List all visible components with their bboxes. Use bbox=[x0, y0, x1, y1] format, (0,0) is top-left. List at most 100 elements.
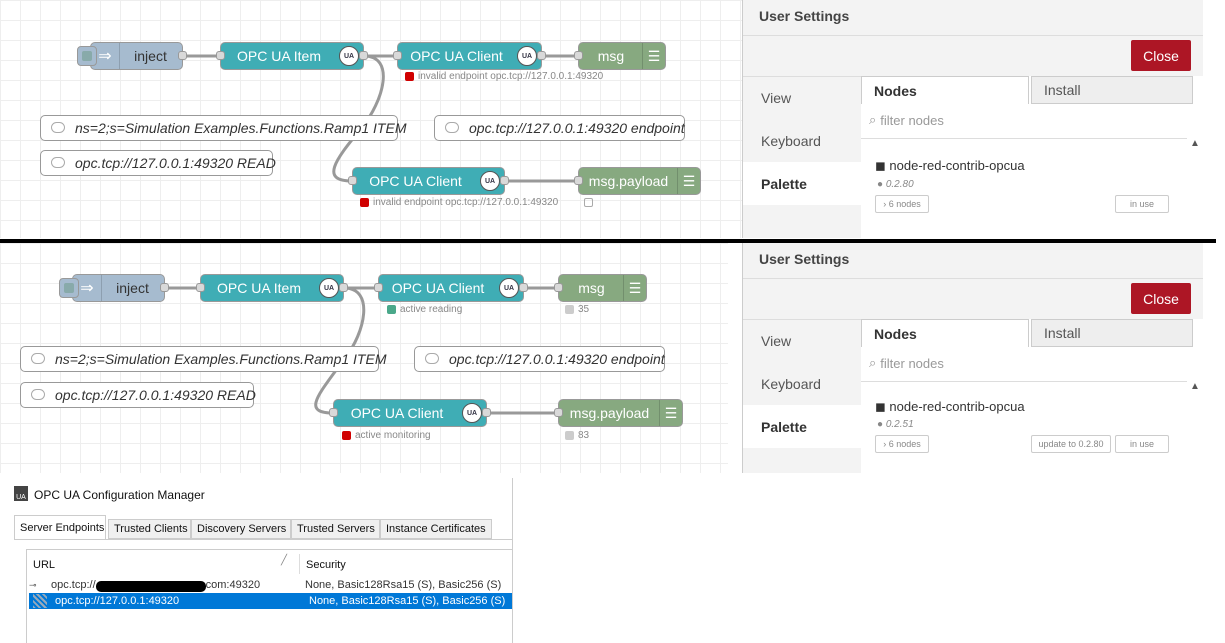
comment-text: ns=2;s=Simulation Examples.Functions.Ram… bbox=[55, 351, 387, 367]
input-port[interactable] bbox=[374, 283, 383, 292]
package-icon: ◼ bbox=[875, 399, 886, 414]
output-port[interactable] bbox=[537, 51, 546, 60]
output-port[interactable] bbox=[482, 408, 491, 417]
output-port[interactable] bbox=[339, 283, 348, 292]
list-icon[interactable]: ☰ bbox=[659, 400, 682, 426]
input-port[interactable] bbox=[196, 283, 205, 292]
table-row[interactable]: ⊸ opc.tcp:// com:49320 None, Basic128Rsa… bbox=[29, 577, 512, 593]
debug-node-label: msg.payload bbox=[588, 173, 669, 189]
input-port[interactable] bbox=[329, 408, 338, 417]
comment-node[interactable]: opc.tcp://127.0.0.1:49320 READ bbox=[20, 382, 256, 408]
palette-content: Nodes Install ⌕ filter nodes ◼ node-red-… bbox=[861, 319, 1203, 473]
filter-nodes-input[interactable]: ⌕ filter nodes bbox=[869, 112, 944, 128]
tab-underline bbox=[14, 539, 512, 540]
comment-node[interactable]: opc.tcp://127.0.0.1:49320 endpoint bbox=[434, 115, 685, 141]
chevron-up-icon[interactable]: ▲ bbox=[1190, 138, 1200, 149]
tab-nodes[interactable]: Nodes bbox=[861, 319, 1029, 347]
sidebar-item-view[interactable]: View bbox=[761, 332, 792, 349]
comment-text: opc.tcp://127.0.0.1:49320 endpoint bbox=[469, 120, 685, 136]
status-icon bbox=[565, 305, 574, 314]
output-port[interactable] bbox=[519, 283, 528, 292]
status-error-icon bbox=[342, 431, 351, 440]
url-prefix: opc.tcp:// bbox=[51, 578, 96, 591]
status-text: active monitoring bbox=[355, 430, 431, 441]
sidebar-item-palette[interactable]: Palette bbox=[743, 162, 861, 205]
close-button[interactable]: Close bbox=[1131, 40, 1191, 71]
flow-canvas-top[interactable]: ⇒ inject OPC UA Item UA OPC UA Client UA… bbox=[0, 0, 745, 238]
input-port[interactable] bbox=[574, 176, 583, 185]
sidebar-item-palette[interactable]: Palette bbox=[743, 405, 861, 448]
arrow-right-icon: ⇒ bbox=[73, 275, 102, 301]
column-header-security[interactable]: Security bbox=[306, 559, 346, 571]
nodes-count-button[interactable]: › 6 nodes bbox=[875, 195, 929, 213]
opcua-client-node[interactable]: OPC UA Client UA bbox=[348, 167, 509, 195]
chevron-up-icon[interactable]: ▲ bbox=[1190, 381, 1200, 392]
opcua-item-node[interactable]: OPC UA Item UA bbox=[216, 42, 368, 70]
tab-install[interactable]: Install bbox=[1031, 319, 1193, 347]
tab-trusted-servers[interactable]: Trusted Servers bbox=[291, 519, 380, 539]
tab-server-endpoints[interactable]: Server Endpoints bbox=[14, 515, 106, 540]
package-version-text: 0.2.51 bbox=[885, 419, 914, 430]
inject-node[interactable]: ⇒ inject bbox=[77, 42, 187, 70]
inject-node[interactable]: ⇒ inject bbox=[59, 274, 169, 302]
tab-discovery-servers[interactable]: Discovery Servers bbox=[191, 519, 291, 539]
table-row-selected[interactable]: opc.tcp://127.0.0.1:49320 None, Basic128… bbox=[29, 593, 512, 609]
input-port[interactable] bbox=[574, 51, 583, 60]
opcua-item-node[interactable]: OPC UA Item UA bbox=[196, 274, 348, 302]
status-ok-icon bbox=[387, 305, 396, 314]
input-port[interactable] bbox=[216, 51, 225, 60]
comment-node[interactable]: ns=2;s=Simulation Examples.Functions.Ram… bbox=[20, 346, 386, 372]
divider bbox=[861, 138, 1203, 139]
sidebar-item-view[interactable]: View bbox=[761, 89, 792, 106]
status-text: active reading bbox=[400, 304, 463, 315]
sidebar-item-keyboard[interactable]: Keyboard bbox=[761, 375, 821, 392]
debug-node-payload[interactable]: msg.payload ☰ bbox=[554, 399, 683, 427]
comment-node[interactable]: opc.tcp://127.0.0.1:49320 endpoint bbox=[414, 346, 665, 372]
list-icon[interactable]: ☰ bbox=[677, 168, 700, 194]
endpoints-list[interactable]: URL ╱ Security ⊸ opc.tcp:// com:49320 No… bbox=[26, 549, 512, 643]
column-header-url[interactable]: URL bbox=[33, 559, 56, 571]
input-port[interactable] bbox=[393, 51, 402, 60]
settings-toolbar: Close bbox=[743, 278, 1203, 320]
comment-icon bbox=[51, 157, 65, 168]
opcua-client-node[interactable]: OPC UA Client UA bbox=[329, 399, 491, 427]
chevron-right-icon: › bbox=[883, 199, 889, 209]
sidebar-item-keyboard[interactable]: Keyboard bbox=[761, 132, 821, 149]
filter-nodes-input[interactable]: ⌕ filter nodes bbox=[869, 355, 944, 371]
comment-node[interactable]: ns=2;s=Simulation Examples.Functions.Ram… bbox=[40, 115, 406, 141]
tab-instance-certificates[interactable]: Instance Certificates bbox=[380, 519, 492, 539]
output-port[interactable] bbox=[178, 51, 187, 60]
comment-node[interactable]: opc.tcp://127.0.0.1:49320 READ bbox=[40, 150, 276, 176]
endpoint-url-cell: opc.tcp:// com:49320 bbox=[51, 579, 303, 592]
flow-canvas-bottom[interactable]: ⇒ inject OPC UA Item UA OPC UA Client UA… bbox=[0, 243, 728, 473]
input-port[interactable] bbox=[348, 176, 357, 185]
opcua-client-node[interactable]: OPC UA Client UA bbox=[374, 274, 528, 302]
inject-trigger-button[interactable] bbox=[77, 46, 97, 66]
tab-nodes[interactable]: Nodes bbox=[861, 76, 1029, 104]
tab-trusted-clients[interactable]: Trusted Clients bbox=[108, 519, 191, 539]
output-port[interactable] bbox=[160, 283, 169, 292]
inject-trigger-button[interactable] bbox=[59, 278, 79, 298]
input-port[interactable] bbox=[554, 408, 563, 417]
debug-node-msg[interactable]: msg ☰ bbox=[554, 274, 647, 302]
in-use-button: in use bbox=[1115, 195, 1169, 213]
list-icon[interactable]: ☰ bbox=[623, 275, 646, 301]
nodes-count-button[interactable]: › 6 nodes bbox=[875, 435, 929, 453]
output-port[interactable] bbox=[359, 51, 368, 60]
debug-node-payload[interactable]: msg.payload ☰ bbox=[574, 167, 701, 195]
scrollbar[interactable]: ▲ bbox=[1187, 138, 1203, 238]
package-version: ● 0.2.51 bbox=[877, 419, 914, 430]
opcua-client-node[interactable]: OPC UA Client UA bbox=[393, 42, 546, 70]
debug-node-msg[interactable]: msg ☰ bbox=[574, 42, 666, 70]
update-button[interactable]: update to 0.2.80 bbox=[1031, 435, 1111, 453]
tab-install[interactable]: Install bbox=[1031, 76, 1193, 104]
input-port[interactable] bbox=[554, 283, 563, 292]
inject-node-label: inject bbox=[134, 48, 167, 64]
list-icon[interactable]: ☰ bbox=[642, 43, 665, 69]
status-error-icon bbox=[360, 198, 369, 207]
security-cell: None, Basic128Rsa15 (S), Basic256 (S) bbox=[305, 579, 502, 591]
output-port[interactable] bbox=[500, 176, 509, 185]
close-button[interactable]: Close bbox=[1131, 283, 1191, 314]
endpoint-icon bbox=[33, 594, 47, 608]
scrollbar[interactable]: ▲ bbox=[1187, 381, 1203, 473]
